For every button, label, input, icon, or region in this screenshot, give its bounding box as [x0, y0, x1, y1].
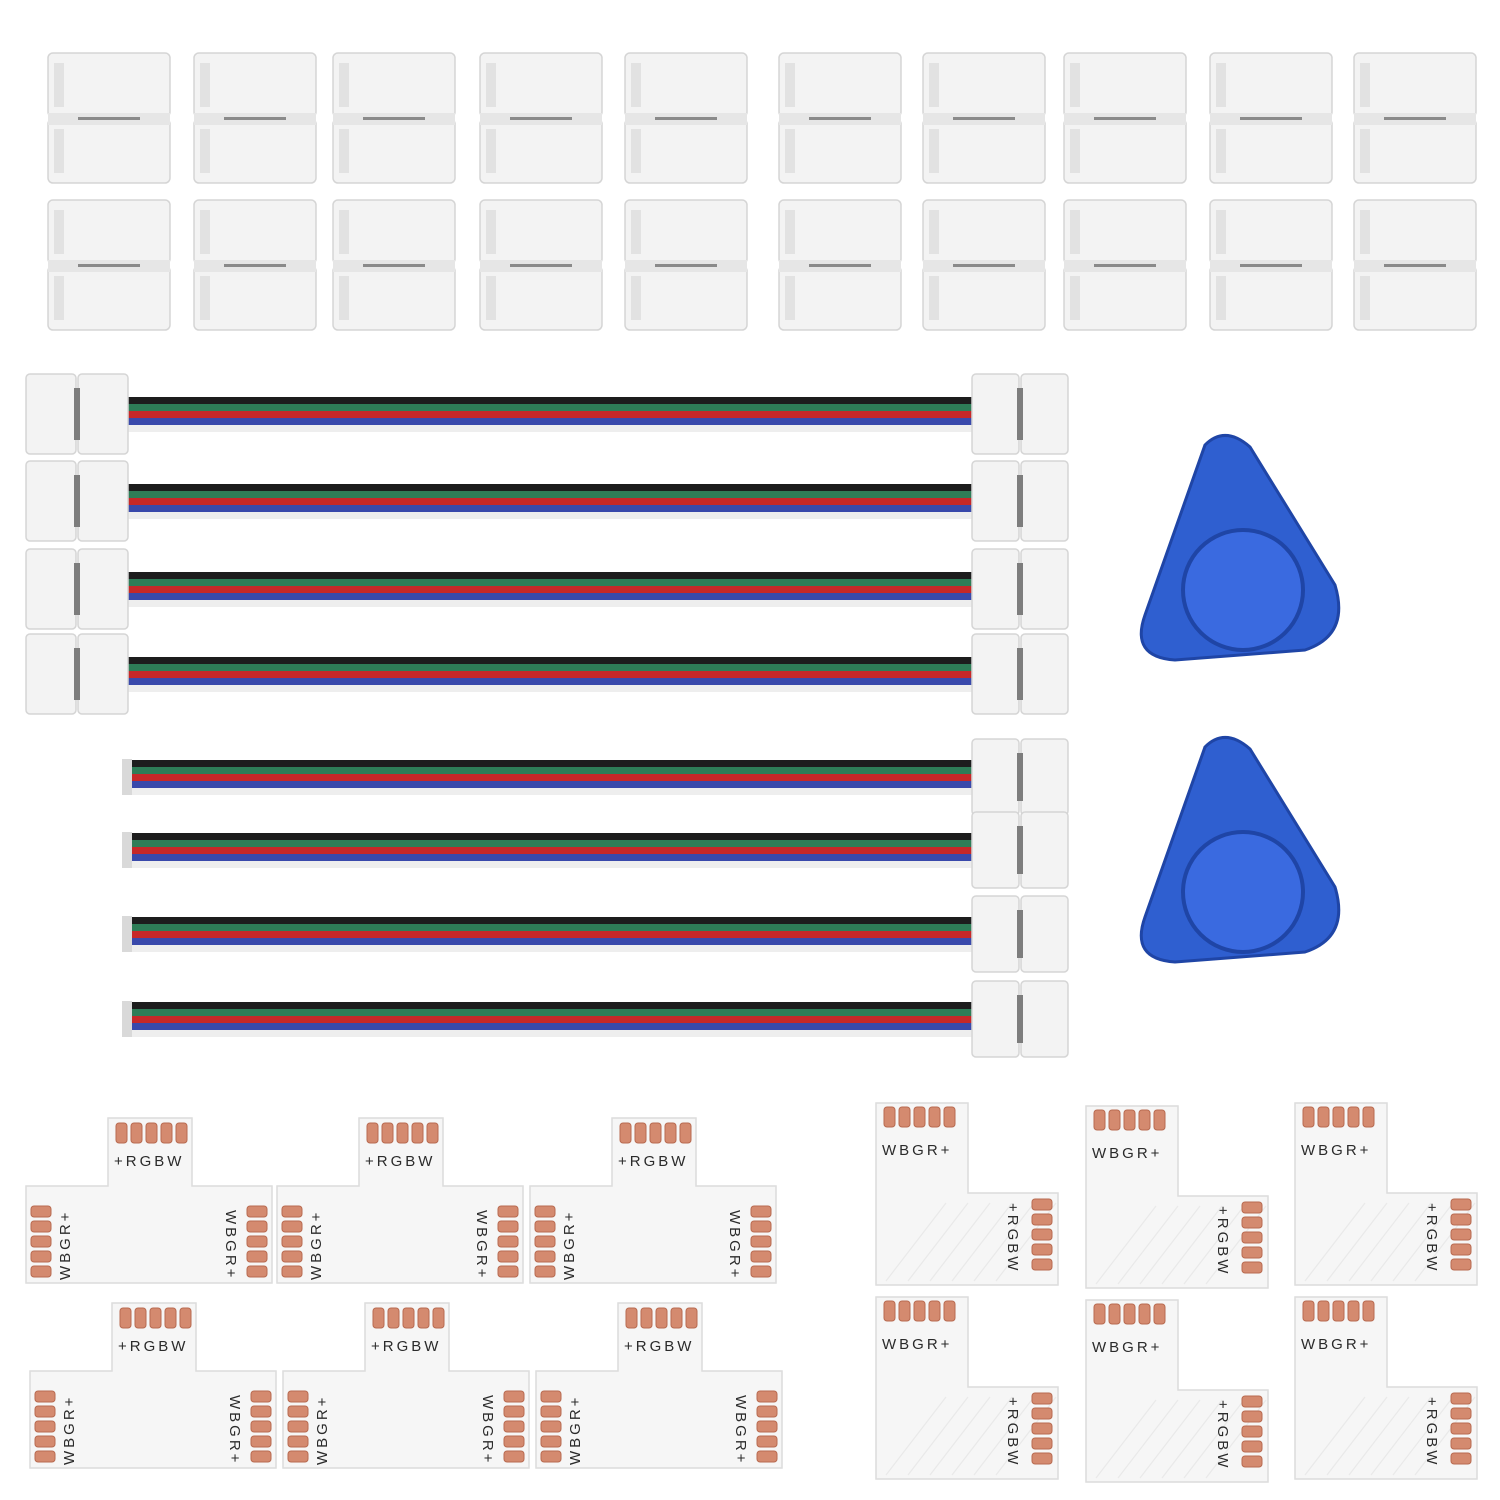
clip-connector — [624, 199, 748, 331]
single-ended-cable — [122, 895, 1069, 973]
l-connector-group: WBGR+ +RGBW WBGR+ +RGBW WBGR+ +RGBW WBGR+ +RGBW… — [875, 1102, 1478, 1483]
l-top-label: WBGR+ — [1092, 1145, 1162, 1162]
clip-connector — [47, 52, 171, 184]
pry-tool — [1139, 434, 1341, 662]
t-right-label: WBGR+ — [226, 1395, 243, 1465]
t-left-label: WBGR+ — [57, 1210, 74, 1280]
l-top-label: WBGR+ — [1301, 1336, 1371, 1353]
clip-connector — [47, 199, 171, 331]
t-top-label: +RGBW — [371, 1338, 441, 1355]
t-connector: +RGBW WBGR+ WBGR+ — [535, 1302, 783, 1469]
l-connector: WBGR+ +RGBW — [1085, 1299, 1269, 1483]
clip-connector — [1209, 52, 1333, 184]
l-connector: WBGR+ +RGBW — [875, 1296, 1059, 1480]
double-ended-cable — [25, 633, 1069, 715]
single-ended-cable — [122, 738, 1069, 816]
clip-connector — [1063, 199, 1187, 331]
t-connector-group: +RGBW WBGR+ WBGR+ +RGBW WBGR+ WBGR+ +RGBW WBGR+… — [25, 1117, 783, 1469]
t-right-label: WBGR+ — [222, 1210, 239, 1280]
clip-connector — [922, 199, 1046, 331]
l-side-label: +RGBW — [1423, 1203, 1440, 1273]
l-side-label: +RGBW — [1004, 1397, 1021, 1467]
clip-connector — [1353, 52, 1477, 184]
t-right-label: WBGR+ — [473, 1210, 490, 1280]
clip-connector — [1353, 199, 1477, 331]
t-left-label: WBGR+ — [314, 1395, 331, 1465]
single-ended-cable — [122, 811, 1069, 889]
l-top-label: WBGR+ — [882, 1142, 952, 1159]
l-connector: WBGR+ +RGBW — [1085, 1105, 1269, 1289]
clip-connector — [479, 199, 603, 331]
l-top-label: WBGR+ — [1301, 1142, 1371, 1159]
l-side-label: +RGBW — [1214, 1206, 1231, 1276]
l-connector: WBGR+ +RGBW — [875, 1102, 1059, 1286]
clip-connector — [1209, 199, 1333, 331]
clip-connector — [778, 199, 902, 331]
clip-connector-grid — [47, 52, 1477, 331]
t-connector: +RGBW WBGR+ WBGR+ — [276, 1117, 524, 1284]
t-connector: +RGBW WBGR+ WBGR+ — [282, 1302, 530, 1469]
t-left-label: WBGR+ — [61, 1395, 78, 1465]
clip-connector — [922, 52, 1046, 184]
t-connector: +RGBW WBGR+ WBGR+ — [29, 1302, 277, 1469]
double-ended-cable — [25, 373, 1069, 455]
clip-connector — [332, 199, 456, 331]
t-top-label: +RGBW — [365, 1153, 435, 1170]
clip-connector — [1063, 52, 1187, 184]
clip-connector — [193, 52, 317, 184]
t-top-label: +RGBW — [624, 1338, 694, 1355]
clip-connector — [193, 199, 317, 331]
t-top-label: +RGBW — [114, 1153, 184, 1170]
l-side-label: +RGBW — [1423, 1397, 1440, 1467]
t-connector: +RGBW WBGR+ WBGR+ — [25, 1117, 273, 1284]
l-side-label: +RGBW — [1004, 1203, 1021, 1273]
clip-connector — [479, 52, 603, 184]
single-ended-cable — [122, 980, 1069, 1058]
l-top-label: WBGR+ — [1092, 1339, 1162, 1356]
t-top-label: +RGBW — [118, 1338, 188, 1355]
t-connector: +RGBW WBGR+ WBGR+ — [529, 1117, 777, 1284]
t-right-label: WBGR+ — [479, 1395, 496, 1465]
l-top-label: WBGR+ — [882, 1336, 952, 1353]
t-left-label: WBGR+ — [561, 1210, 578, 1280]
double-ended-cable — [25, 548, 1069, 630]
pry-tool — [1139, 736, 1341, 964]
l-side-label: +RGBW — [1214, 1400, 1231, 1470]
double-ended-cable — [25, 460, 1069, 542]
t-left-label: WBGR+ — [567, 1395, 584, 1465]
l-connector: WBGR+ +RGBW — [1294, 1102, 1478, 1286]
t-right-label: WBGR+ — [732, 1395, 749, 1465]
t-right-label: WBGR+ — [726, 1210, 743, 1280]
clip-connector — [332, 52, 456, 184]
pry-tool-group — [1139, 434, 1341, 964]
clip-connector — [624, 52, 748, 184]
clip-connector — [778, 52, 902, 184]
l-connector: WBGR+ +RGBW — [1294, 1296, 1478, 1480]
t-left-label: WBGR+ — [308, 1210, 325, 1280]
cable-group — [25, 373, 1069, 1058]
t-top-label: +RGBW — [618, 1153, 688, 1170]
